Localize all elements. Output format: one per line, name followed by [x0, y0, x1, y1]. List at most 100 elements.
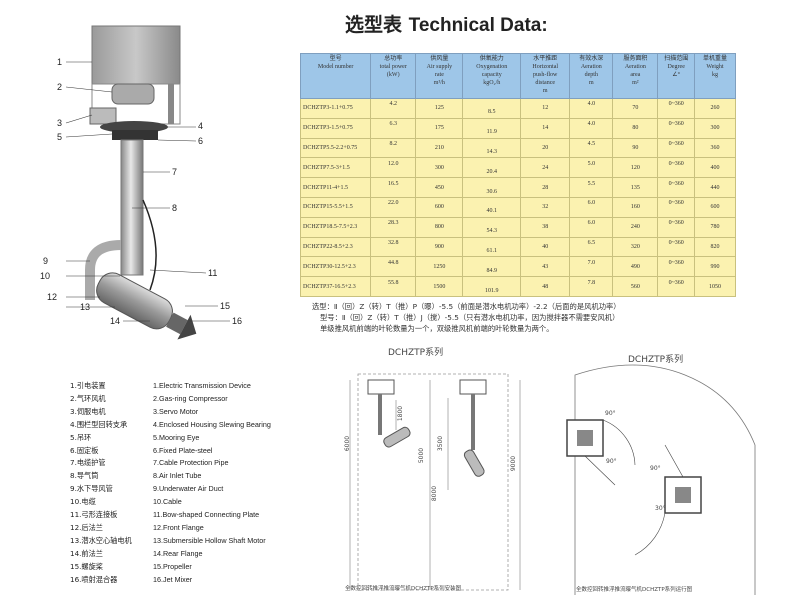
model-cell: DCHZTP15-5.5+1.5 [299, 196, 372, 218]
legend-item: 11.Bow-shaped Connecting Plate [153, 510, 260, 520]
data-cell: 260 [694, 98, 736, 119]
model-cell: DCHZTP30-12.5+2.3 [299, 256, 372, 278]
drawing2-caption: 全数控回转推浮推流曝气机DCHZTP系列运行图 [576, 587, 693, 593]
data-cell: 24 [520, 157, 571, 179]
data-cell: 101.9 [462, 276, 522, 297]
angle-label: 30° [655, 505, 666, 512]
legend-item: 13.潜水空心轴电机 [70, 535, 132, 545]
dim-label: 8000 [431, 485, 439, 502]
data-cell: 48 [520, 276, 571, 297]
data-cell: 30.6 [462, 177, 522, 198]
legend-item: 5.吊环 [70, 432, 92, 442]
legend-item: 2.气环风机 [70, 393, 106, 403]
data-cell: 440 [694, 177, 736, 198]
data-cell: 61.1 [462, 236, 522, 258]
legend-item: 9.水下导风管 [70, 484, 113, 494]
data-cell: 7.0 [569, 256, 614, 278]
data-cell: 300 [694, 117, 736, 139]
data-cell: 7.8 [569, 276, 614, 297]
legend-item: 7.电缆护管 [70, 458, 106, 468]
data-cell: 6.3 [370, 117, 417, 139]
data-cell: 800 [415, 216, 464, 238]
data-cell: 600 [694, 196, 736, 218]
part-label: 9 [43, 256, 49, 266]
data-cell: 1500 [415, 276, 464, 297]
part-label: 12 [47, 292, 58, 302]
legend-item: 9.Underwater Air Duct [153, 484, 224, 494]
legend-item: 2.Gas-ring Compressor [153, 393, 228, 403]
machine-illustration [65, 25, 230, 340]
dim-label: 9000 [510, 455, 518, 472]
model-notes: 选型：Ⅱ（回）Z（转）T（推）P（曝）-5.5（前面是潜水电机功率）-2.2（后… [312, 301, 752, 334]
data-cell: 0~360 [657, 177, 696, 198]
model-cell: DCHZTP22-8.5+2.3 [299, 236, 372, 258]
legend-item: 8.Air Inlet Tube [153, 471, 202, 481]
data-cell: 135 [612, 177, 659, 198]
model-cell: DCHZTP3-1.5+0.75 [299, 117, 372, 139]
data-cell: 300 [415, 157, 464, 179]
data-cell: 0~360 [657, 117, 696, 139]
data-cell: 820 [694, 236, 736, 258]
data-cell: 0~360 [657, 157, 696, 179]
legend-item: 16.Jet Mixer [153, 574, 193, 584]
data-cell: 6.5 [569, 236, 614, 258]
data-cell: 400 [694, 157, 736, 179]
data-cell: 38 [520, 216, 571, 238]
part-label: 2 [57, 82, 63, 92]
model-cell: DCHZTP5.5-2.2+0.75 [299, 137, 372, 159]
page-title: 选型表 Technical Data: [345, 10, 605, 37]
angle-label: 90° [650, 465, 661, 472]
top-housing [91, 25, 181, 85]
model-cell: DCHZTP18.5-7.5+2.3 [299, 216, 372, 238]
dim-label: 3500 [437, 435, 445, 452]
data-cell: 54.3 [462, 216, 522, 238]
note-line: 单级推风机前端的叶轮数量为一个，双级推风机前端的叶轮数量为两个。 [320, 324, 554, 333]
data-cell: 490 [612, 256, 659, 278]
legend-item: 3.伺服电机 [70, 406, 106, 416]
data-cell: 1050 [694, 276, 736, 297]
dim-label: 6000 [344, 435, 352, 452]
legend-item: 15.螺旋桨 [70, 561, 103, 571]
data-cell: 0~360 [657, 98, 696, 119]
angle-label: 90° [605, 410, 616, 417]
data-cell: 175 [415, 117, 464, 139]
data-cell: 6.0 [569, 196, 614, 218]
air-inlet-tube [120, 139, 144, 276]
angle-label: 90° [606, 458, 617, 465]
data-cell: 0~360 [657, 196, 696, 218]
data-cell: 12.0 [370, 157, 417, 179]
data-cell: 5.5 [569, 177, 614, 198]
part-label: 4 [198, 121, 204, 131]
data-cell: 44.8 [370, 256, 417, 278]
data-cell: 40 [520, 236, 571, 258]
legend-en: 1.Electric Transmission Device 2.Gas-ring… [153, 380, 271, 587]
data-cell: 320 [612, 236, 659, 258]
legend-item: 4.围栏型回转支承 [70, 419, 128, 429]
drawing2-tag: DCHZTP系列 [628, 355, 684, 365]
legend-item: 14.Rear Flange [153, 548, 203, 558]
data-cell: 600 [415, 196, 464, 218]
data-cell: 40.1 [462, 196, 522, 218]
legend-item: 1.Electric Transmission Device [153, 381, 251, 390]
data-cell: 80 [612, 117, 659, 139]
drawing1-tag: DCHZTP系列 [388, 348, 444, 358]
data-cell: 28 [520, 177, 571, 198]
legend-item: 16.喷射混合器 [70, 574, 118, 584]
data-cell: 990 [694, 256, 736, 278]
data-cell: 8.5 [462, 98, 522, 119]
data-cell: 11.9 [462, 117, 522, 139]
data-cell: 900 [415, 236, 464, 258]
